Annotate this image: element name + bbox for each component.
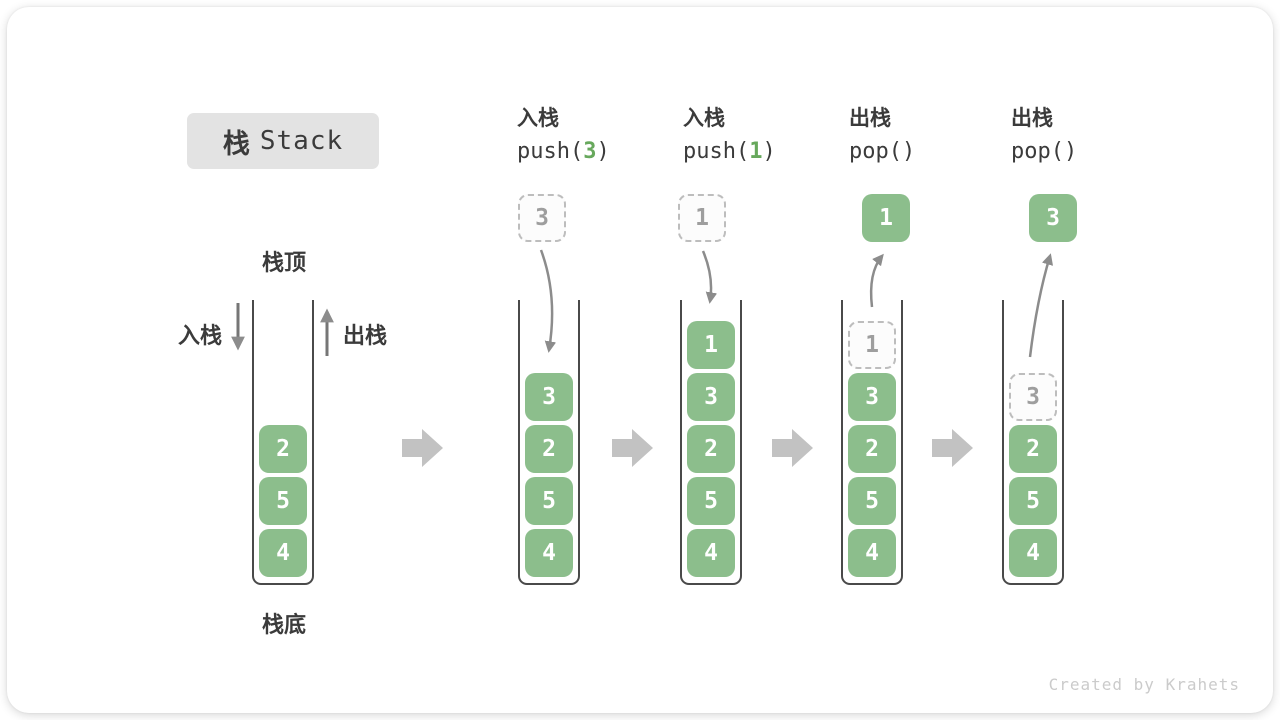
op-close: ) xyxy=(596,139,610,164)
op-name: 出栈 xyxy=(1011,107,1053,130)
stack-well-after-pop-3: 3 2 5 4 xyxy=(1002,300,1064,585)
stack-well-initial: 2 5 4 xyxy=(252,300,314,585)
stack-cell: 5 xyxy=(687,477,735,525)
stack-cell: 5 xyxy=(525,477,573,525)
op-code: push(3) xyxy=(517,134,610,170)
title-badge: 栈 Stack xyxy=(187,113,379,169)
stack-cell: 3 xyxy=(848,373,896,421)
op-arg: 1 xyxy=(749,139,763,164)
op-code: pop() xyxy=(849,134,915,170)
stack-well-after-push-3: 3 2 5 4 xyxy=(518,300,580,585)
op-arg: 3 xyxy=(583,139,597,164)
stack-cell: 1 xyxy=(687,321,735,369)
title-en: Stack xyxy=(259,126,344,156)
push-direction-label: 入栈 xyxy=(178,323,223,348)
incoming-value-box: 3 xyxy=(518,194,566,242)
op-close: ) xyxy=(1063,139,1078,164)
op-fn: push( xyxy=(517,139,584,164)
stack-cell-ghost: 3 xyxy=(1009,373,1057,421)
incoming-value-box: 1 xyxy=(678,194,726,242)
stack-cell: 2 xyxy=(687,425,735,473)
stack-cell-ghost: 1 xyxy=(848,321,896,369)
op-label-push-3: 入栈 push(3) xyxy=(517,104,610,170)
stack-cell: 5 xyxy=(259,477,307,525)
stack-cell: 4 xyxy=(848,529,896,577)
stack-cell: 2 xyxy=(1009,425,1057,473)
stack-cell: 4 xyxy=(1009,529,1057,577)
stack-cell: 3 xyxy=(687,373,735,421)
stack-cell: 4 xyxy=(259,529,307,577)
stack-cell: 3 xyxy=(525,373,573,421)
watermark-credit: Created by Krahets xyxy=(1048,675,1240,694)
op-code: pop() xyxy=(1011,134,1077,170)
pop-direction-label: 出栈 xyxy=(343,323,388,348)
op-code: push(1) xyxy=(683,134,776,170)
stack-cell: 2 xyxy=(848,425,896,473)
stack-cell: 2 xyxy=(259,425,307,473)
op-fn: push( xyxy=(683,139,750,164)
op-fn: pop( xyxy=(1011,139,1064,164)
op-close: ) xyxy=(901,139,916,164)
popped-value-box: 3 xyxy=(1029,194,1077,242)
stack-bottom-label: 栈底 xyxy=(261,612,306,637)
op-name: 入栈 xyxy=(683,107,725,130)
stack-well-after-pop-1: 1 3 2 5 4 xyxy=(841,300,903,585)
op-label-pop-1: 出栈 pop() xyxy=(849,104,915,170)
stack-top-label: 栈顶 xyxy=(261,250,306,275)
popped-value-box: 1 xyxy=(862,194,910,242)
stack-cell: 4 xyxy=(687,529,735,577)
op-fn: pop( xyxy=(849,139,902,164)
op-name: 入栈 xyxy=(517,107,559,130)
stack-cell: 2 xyxy=(525,425,573,473)
op-name: 出栈 xyxy=(849,107,891,130)
stack-cell: 4 xyxy=(525,529,573,577)
stack-well-after-push-1: 1 3 2 5 4 xyxy=(680,300,742,585)
title-zh: 栈 xyxy=(222,128,250,159)
op-label-push-1: 入栈 push(1) xyxy=(683,104,776,170)
op-label-pop-3: 出栈 pop() xyxy=(1011,104,1077,170)
stack-cell: 5 xyxy=(848,477,896,525)
op-close: ) xyxy=(762,139,776,164)
stack-cell: 5 xyxy=(1009,477,1057,525)
